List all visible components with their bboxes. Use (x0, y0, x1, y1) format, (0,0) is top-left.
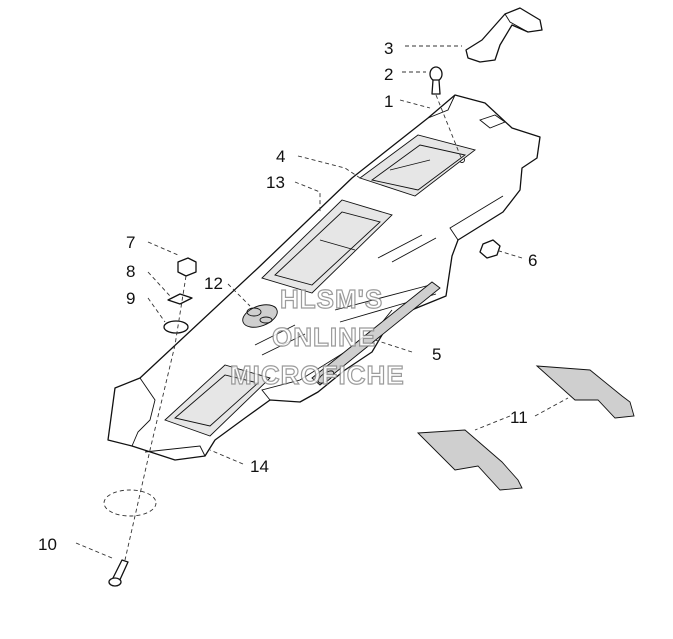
callout-2: 2 (384, 65, 393, 84)
decal-14 (164, 364, 271, 437)
callout-14: 14 (250, 457, 269, 476)
callout-12: 12 (204, 274, 223, 293)
callout-9: 9 (126, 289, 135, 308)
reflector-strip-5 (311, 281, 441, 386)
decal-13 (261, 199, 393, 294)
watermark-line-2: ONLINE (272, 322, 376, 352)
callout-11: 11 (510, 408, 528, 427)
callout-7: 7 (126, 233, 135, 252)
bracket-3 (465, 7, 543, 63)
callout-8: 8 (126, 262, 135, 281)
decal-4 (359, 134, 477, 197)
watermark-line-1: HLSM'S (280, 284, 383, 314)
callout-1: 1 (384, 92, 393, 111)
callout-4: 4 (276, 147, 285, 166)
watermark-line-3: MICROFICHE (230, 360, 405, 390)
callout-5: 5 (432, 345, 441, 364)
hardware-7 (177, 257, 197, 277)
pads-11 (416, 365, 635, 491)
callout-10: 10 (38, 535, 57, 554)
fastener-2 (429, 66, 443, 95)
bolt-10 (103, 489, 157, 587)
callout-13: 13 (266, 173, 285, 192)
nut-6 (479, 239, 501, 259)
callout-3: 3 (384, 39, 393, 58)
spacer-9 (163, 320, 189, 334)
callout-6: 6 (528, 251, 537, 270)
washer-8 (167, 293, 193, 305)
part-12 (242, 304, 278, 328)
